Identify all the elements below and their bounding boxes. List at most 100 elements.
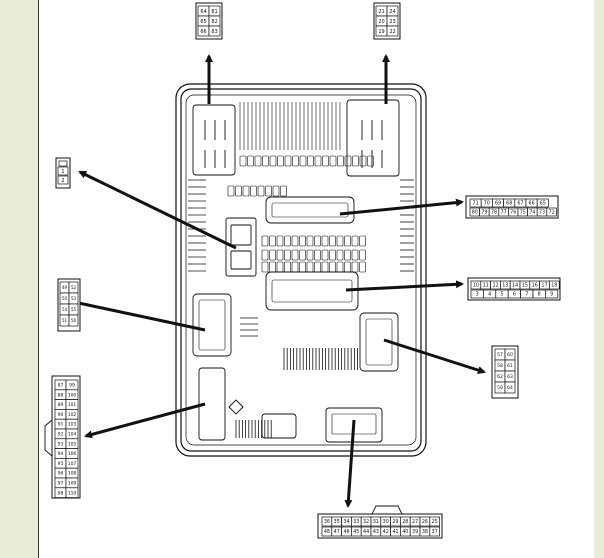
pin-cell: 42 [380, 526, 391, 537]
fuse [314, 235, 321, 247]
fuse [277, 155, 284, 167]
pin-cell: 98 [54, 487, 67, 498]
pin-cell: 73 [536, 207, 548, 217]
pin-label: 58 [497, 363, 503, 369]
pin-cell: 20 [375, 15, 388, 27]
pin-cell: 54 [59, 303, 70, 316]
fuse [265, 185, 272, 197]
pin-label: 49 [62, 285, 68, 290]
fuse [299, 261, 306, 273]
pin-label: 83 [211, 29, 217, 35]
pin-label: 95 [58, 461, 64, 467]
fuse [284, 235, 291, 247]
fuse [314, 249, 321, 261]
pin-cell: 34 [341, 516, 352, 527]
pin-label: 55 [71, 307, 77, 312]
pin-cell: 66 [197, 25, 210, 37]
pin-label: 97 [58, 481, 64, 487]
pin-label: 31 [373, 519, 379, 525]
pin-label: 35 [334, 519, 340, 525]
pin-cell: 15 [519, 280, 531, 290]
pin-label: 12 [492, 283, 498, 289]
pin-cell: 41 [390, 526, 401, 537]
pin-cell: 100 [65, 389, 79, 400]
pin-cell: 94 [54, 448, 67, 459]
pin-label: 107 [68, 461, 77, 467]
fuse [306, 249, 314, 261]
pin-label: 9 [550, 292, 553, 298]
bottom-small-socket [261, 413, 297, 439]
pin-cell: 89 [54, 399, 67, 410]
pin-label: 34 [343, 519, 349, 525]
pin-label: 99 [69, 383, 75, 389]
pin-label: 19 [378, 29, 384, 35]
pin-label: 72 [549, 210, 555, 216]
pin-cell: 39 [409, 526, 421, 537]
pin-label: 70 [484, 201, 490, 207]
pin-cell: 6 [507, 289, 521, 299]
pin-label: 69 [495, 201, 501, 207]
pin-cell: 81 [208, 5, 221, 17]
pin-label: 16 [532, 283, 538, 289]
pin-label: 26 [422, 519, 428, 525]
pin-label: 82 [211, 19, 217, 25]
pin-label: 36 [324, 519, 330, 525]
fuse [276, 235, 284, 247]
pin-label: 38 [422, 529, 428, 535]
arrow-left-2pin [78, 170, 237, 250]
fuse [344, 261, 351, 273]
pin-label: 62 [497, 374, 503, 380]
pin-label: 18 [551, 283, 557, 289]
fuse [307, 155, 314, 167]
pin-cell: 40 [400, 526, 411, 537]
pin-label: 94 [58, 451, 64, 457]
fuse [292, 155, 299, 167]
pin-label: 88 [58, 392, 64, 398]
pin-cell: 14 [509, 280, 521, 290]
fuse [280, 185, 287, 197]
fuse [329, 235, 336, 247]
pin-label: 71 [473, 201, 479, 207]
fuse [344, 155, 352, 167]
pin-cell: 53 [68, 292, 79, 305]
fuse [227, 185, 235, 197]
fuse [359, 261, 366, 273]
pin-label: 108 [68, 471, 77, 477]
pin-cell: 75 [517, 207, 528, 217]
pin-cell: 64 [197, 5, 210, 17]
pin-cell: 95 [54, 458, 67, 469]
pin-label: 60 [507, 352, 513, 358]
pin-label: 32 [363, 519, 369, 525]
pin-label: 44 [363, 529, 369, 535]
fuse [336, 235, 344, 247]
pin-cell: 32 [360, 516, 372, 527]
pin-label: 37 [432, 529, 438, 535]
fuse [306, 261, 314, 273]
pin-label: 17 [541, 283, 547, 289]
pin-label: 67 [517, 201, 523, 207]
fuse [299, 249, 306, 261]
pin-cell: 93 [54, 438, 67, 449]
pin-label: 66 [529, 201, 535, 207]
pin-label: 1 [61, 169, 64, 175]
pin-label: 105 [68, 441, 77, 447]
arrow-left-small [72, 299, 206, 332]
pin-cell: 47 [331, 526, 342, 537]
pin-label: 63 [507, 374, 513, 380]
pin-label: 75 [520, 210, 526, 216]
pin-label: 28 [402, 519, 408, 525]
fuse [272, 185, 280, 197]
pin-label: 102 [68, 412, 77, 418]
pin-label: 4 [488, 292, 491, 298]
pin-label: 29 [392, 519, 398, 525]
pin-label: 73 [539, 210, 545, 216]
pin-cell: 83 [208, 25, 221, 37]
pin-label: 23 [389, 19, 395, 25]
pin-label: 3 [476, 292, 479, 298]
fuse [291, 249, 299, 261]
fuse [262, 155, 269, 167]
pin-label: 14 [512, 283, 518, 289]
pin-cell: 64 [504, 381, 516, 394]
diamond-mark [228, 399, 244, 415]
